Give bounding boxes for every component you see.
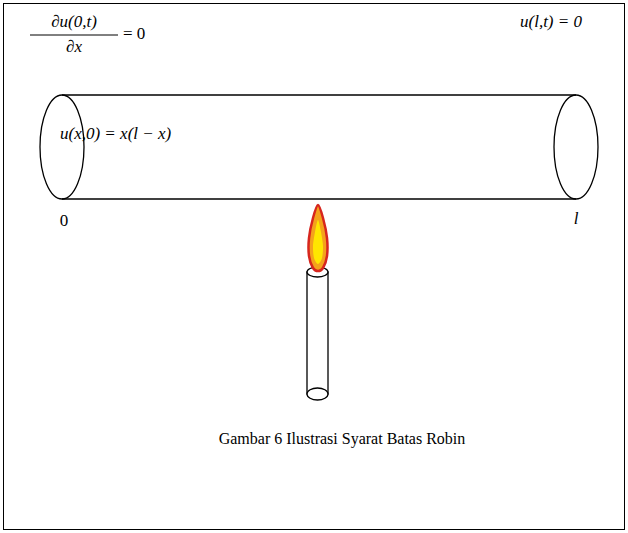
- fraction-denominator: ∂x: [66, 38, 82, 57]
- cylinder-right-end: [554, 95, 598, 199]
- fraction-bar: [30, 35, 118, 36]
- burner-base: [307, 388, 328, 400]
- burner-tube: [307, 272, 328, 394]
- flame-core: [313, 220, 323, 264]
- cylinder-top: [62, 94, 576, 95]
- equals-zero: = 0: [123, 25, 145, 44]
- initial-condition: u(x,0) = x(l − x): [60, 124, 171, 144]
- boundary-condition-right: u(l,t) = 0: [520, 13, 582, 32]
- flame-outer: [309, 205, 328, 271]
- cylinder-left-end: [40, 95, 84, 199]
- fraction-numerator: ∂u(0,t): [51, 13, 97, 32]
- position-length: l: [574, 210, 579, 229]
- cylinder-bottom: [62, 198, 576, 199]
- rod-cylinder: u(x,0) = x(l − x): [40, 95, 598, 199]
- burner: [307, 267, 328, 400]
- figure-caption: Gambar 6 Ilustrasi Syarat Batas Robin: [219, 430, 466, 448]
- cylinder-outline: [40, 94, 598, 200]
- frame-border: [4, 4, 625, 530]
- flame: [309, 205, 328, 271]
- position-zero: 0: [60, 212, 69, 231]
